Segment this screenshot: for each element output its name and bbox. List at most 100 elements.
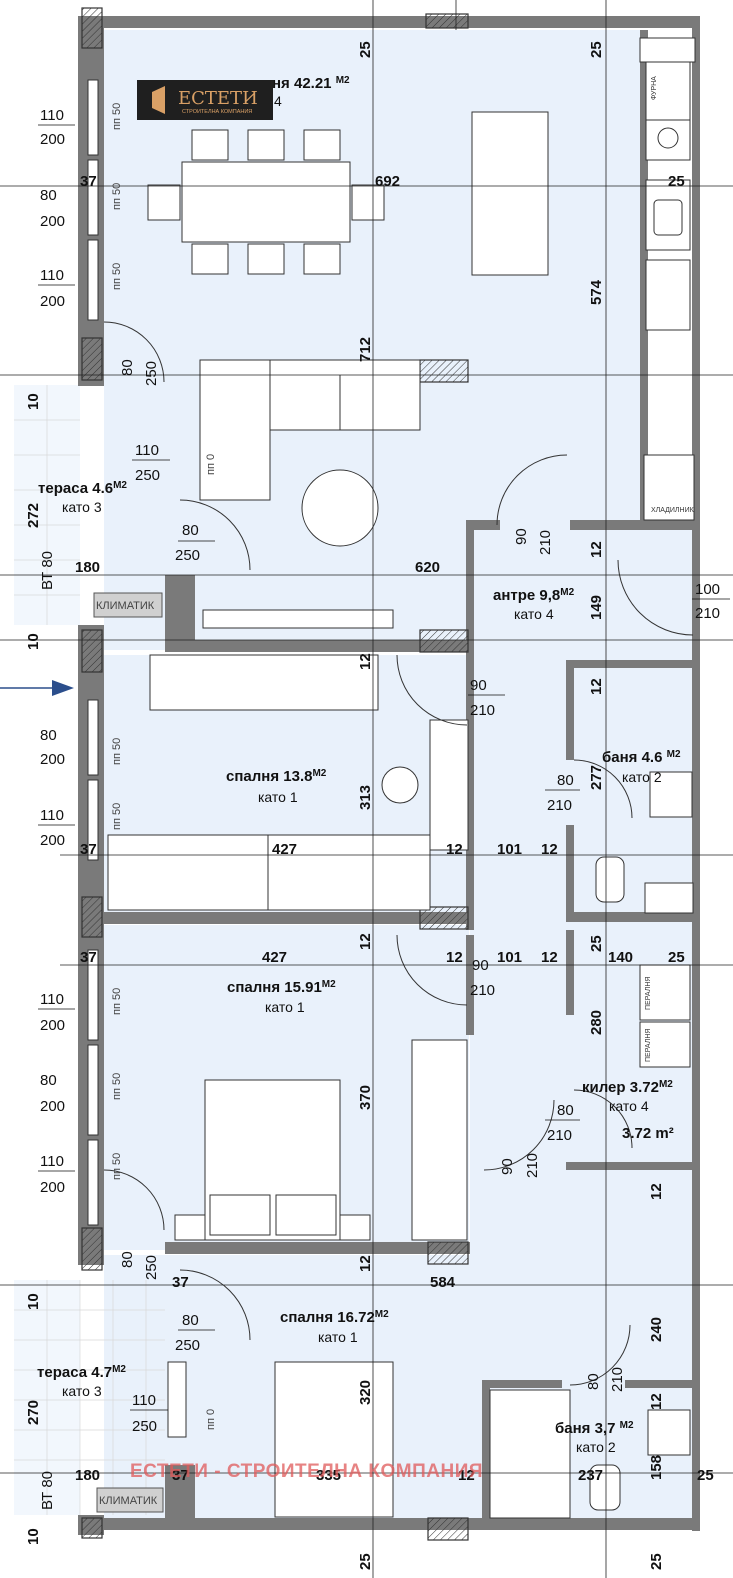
plan-label-76: 200 (40, 751, 65, 768)
plan-label-49: 25 (588, 935, 605, 952)
plan-label-105: 80 (585, 1373, 602, 1390)
plan-label-13: 180 (75, 559, 100, 576)
living-floor: 4 (274, 93, 282, 109)
closet-floor: като 4 (609, 1098, 649, 1114)
plan-label-53: 12 (357, 1255, 374, 1272)
plan-label-102: 210 (547, 1127, 572, 1144)
plan-label-98: 210 (547, 797, 572, 814)
plan-label-10: 692 (375, 173, 400, 190)
plan-label-33: 237 (578, 1467, 603, 1484)
plan-label-88: 250 (175, 1337, 200, 1354)
plan-label-62: 25 (648, 1553, 665, 1570)
plan-label-8: тераса 4.7M2 (37, 1364, 126, 1381)
plan-label-87: 80 (182, 1312, 199, 1329)
dining-table (147, 129, 385, 275)
plan-label-4: спалня 13.8M2 (226, 768, 327, 785)
plan-label-42: 12 (588, 541, 605, 558)
plan-label-91: 90 (513, 528, 530, 545)
plan-label-35: 25 (357, 41, 374, 58)
plan-label-21: 427 (262, 949, 287, 966)
plan-label-58: 270 (25, 1400, 42, 1425)
plan-label-92: 210 (537, 530, 554, 555)
plan-label-66: 200 (40, 213, 65, 230)
plan-label-9: баня 3,7 M2 (555, 1420, 634, 1437)
plan-label-86: 250 (143, 1255, 160, 1280)
bed2-floor: като 1 (265, 999, 305, 1015)
plan-label-95: 90 (470, 677, 487, 694)
sofa (199, 359, 421, 547)
closet-name: килер 3.72 (582, 1079, 659, 1096)
plan-label-82: 200 (40, 1098, 65, 1115)
plan-label-90: 250 (132, 1418, 157, 1435)
plan-label-55: 320 (357, 1380, 374, 1405)
bed2-bed3-wall (165, 1242, 470, 1254)
plan-label-46: 313 (357, 785, 374, 810)
closet-bottom-wall (566, 1162, 696, 1170)
plan-label-85: 80 (119, 1251, 136, 1268)
plan-label-77: 110 (40, 807, 64, 824)
plan-label-50: 280 (588, 1010, 605, 1035)
antre-top-wall (470, 520, 500, 530)
plan-label-41: 149 (588, 595, 605, 620)
plan-label-107: пп 50 (111, 103, 123, 130)
ac-units: КЛИМАТИК КЛИМАТИК (93, 592, 164, 1513)
plan-label-65: 80 (40, 187, 57, 204)
plan-label-115: пп 50 (111, 1153, 123, 1180)
plan-label-109: пп 50 (111, 263, 123, 290)
closet-extra: 3.72 m² (622, 1125, 674, 1142)
bath2-top-wall2 (625, 1380, 695, 1388)
plan-label-34: 25 (697, 1467, 714, 1484)
plan-label-19: 12 (541, 841, 558, 858)
plan-label-17: 12 (446, 841, 463, 858)
plan-label-100: 210 (470, 982, 495, 999)
plan-label-0: ня 42.21 M2 (272, 75, 350, 92)
plan-label-68: 200 (40, 293, 65, 310)
plan-label-28: 584 (430, 1274, 456, 1291)
plan-label-54: 240 (648, 1317, 665, 1342)
plan-label-61: 25 (357, 1553, 374, 1570)
plan-label-81: 80 (40, 1072, 57, 1089)
hall-wall-left2 (466, 935, 474, 1035)
bath2-name: баня 3,7 (555, 1420, 615, 1437)
plan-label-106: 210 (609, 1367, 626, 1392)
bath2-top-wall (482, 1380, 562, 1388)
plan-label-79: 110 (40, 991, 64, 1008)
bath1-bottom-wall (566, 912, 696, 922)
bath2-wall-left (482, 1380, 490, 1520)
bath1-wall-left2 (566, 825, 574, 915)
ac-wall1 (165, 575, 195, 650)
plan-label-84: 200 (40, 1179, 65, 1196)
plan-label-1: тераса 4.6M2 (38, 480, 127, 497)
plan-label-20: 37 (80, 949, 97, 966)
plan-label-23: 101 (497, 949, 522, 966)
plan-label-44: 12 (357, 653, 374, 670)
plan-label-75: 80 (40, 727, 57, 744)
terrace-tiles (14, 385, 165, 1515)
plan-label-63: 110 (40, 107, 64, 124)
kitchen-wall (640, 30, 648, 525)
plan-label-104: 210 (524, 1153, 541, 1178)
kitchen-island (471, 111, 549, 276)
plan-label-11: 37 (80, 173, 97, 190)
plan-label-52: 12 (648, 1183, 665, 1200)
antre-name: антре 9,8 (493, 587, 560, 604)
plan-label-97: 80 (557, 772, 574, 789)
plan-label-12: 25 (668, 173, 685, 190)
fridge-label: ХЛАДИЛНИК (651, 507, 695, 514)
plan-label-103: 90 (499, 1158, 516, 1175)
columns (81, 7, 469, 1541)
bed1-name: спалня 13.8 (226, 768, 312, 785)
plan-label-110: пп 0 (205, 454, 217, 475)
plan-label-116: пп 0 (205, 1409, 217, 1430)
plan-label-108: пп 50 (111, 183, 123, 210)
plan-label-43: 10 (25, 633, 42, 650)
plan-label-45: 12 (588, 678, 605, 695)
plan-label-16: 427 (272, 841, 297, 858)
terrace2-name: тераса 4.7 (37, 1364, 112, 1381)
plan-label-112: пп 50 (111, 803, 123, 830)
plan-label-2: антре 9,8M2 (493, 587, 575, 604)
bed1-bed2-wall (104, 912, 469, 924)
tv-unit (202, 609, 394, 629)
